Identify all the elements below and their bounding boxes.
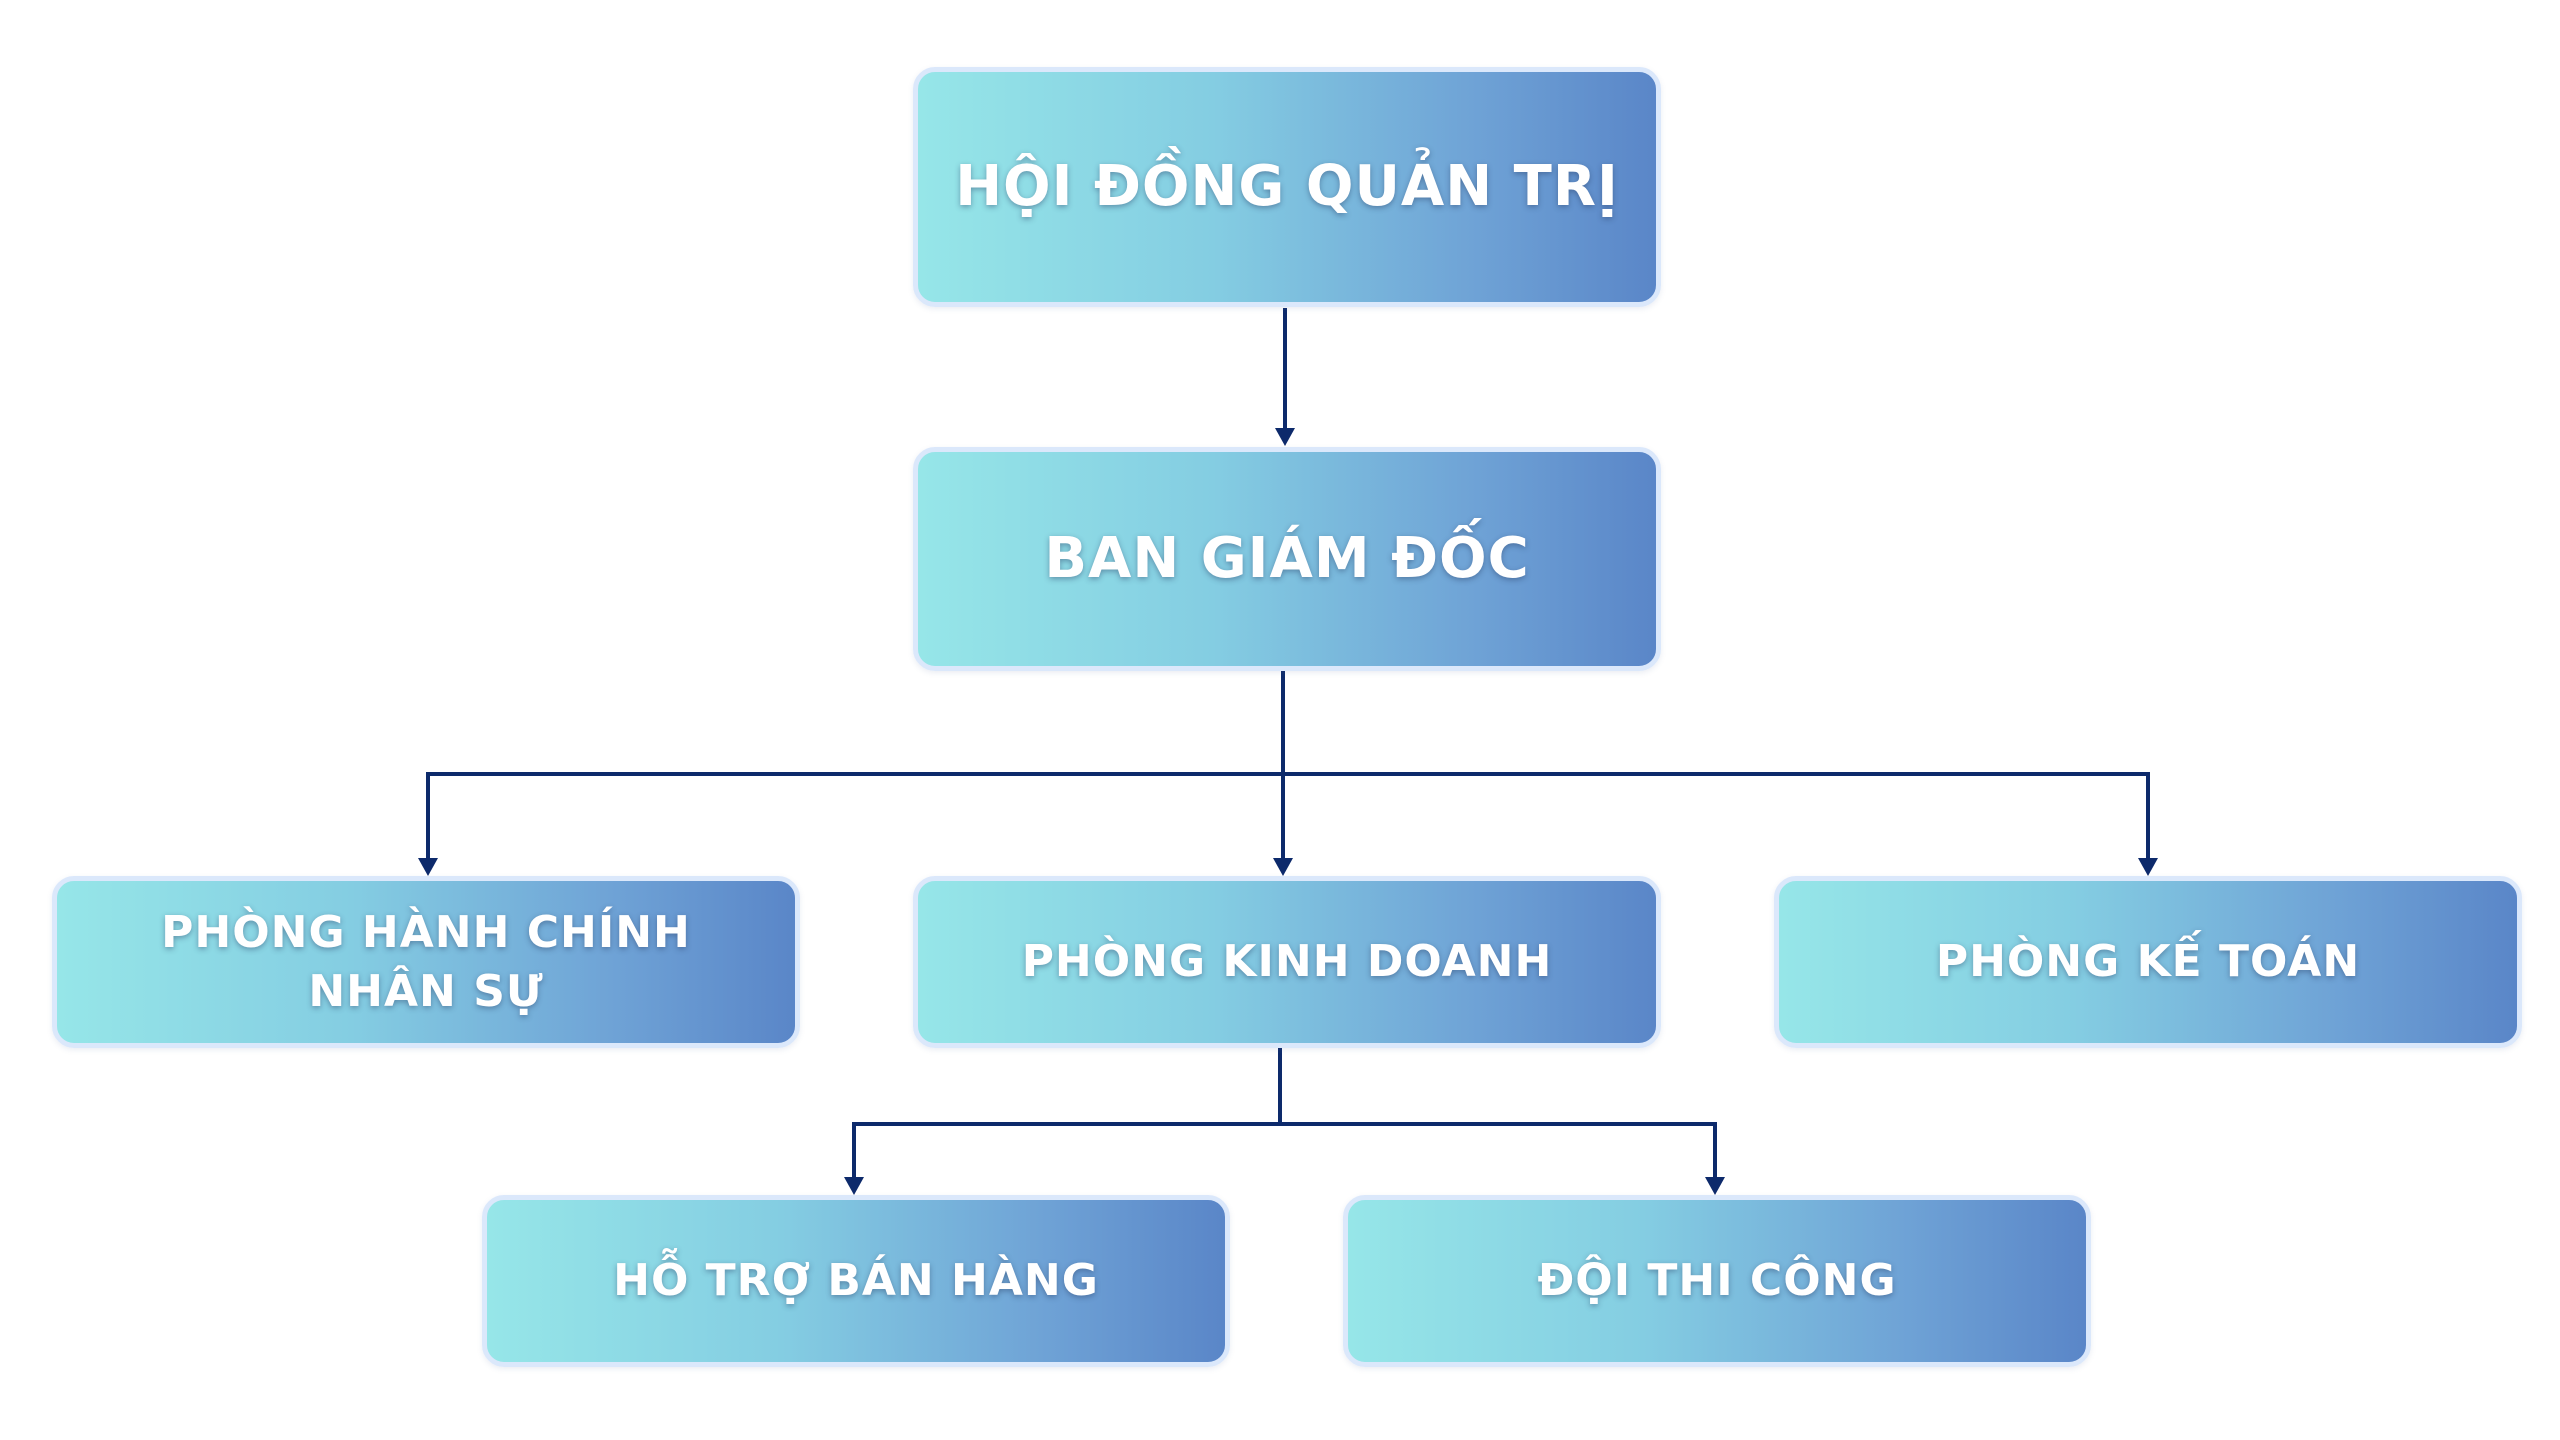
node-label-construction-crew: ĐỘI THI CÔNG [1537,1255,1897,1307]
node-board-of-directors: HỘI ĐỒNG QUẢN TRỊ [913,67,1661,307]
node-label-director: BAN GIÁM ĐỐC [1044,526,1530,592]
node-sales-support: HỖ TRỢ BÁN HÀNG [482,1195,1230,1367]
arrow-to-support [844,1177,864,1195]
arrow-to-crew [1705,1177,1725,1195]
node-hr-department: PHÒNG HÀNH CHÍNH NHÂN SỰ [52,876,800,1048]
node-label-sales-support: HỖ TRỢ BÁN HÀNG [613,1255,1099,1307]
arrow-to-director [1275,428,1295,446]
node-sales-department: PHÒNG KINH DOANH [913,876,1661,1048]
arrow-to-sales [1273,858,1293,876]
node-management-board: BAN GIÁM ĐỐC [913,447,1661,671]
node-label-accounting: PHÒNG KẾ TOÁN [1935,936,2361,988]
arrow-to-accounting [2138,858,2158,876]
node-construction-crew: ĐỘI THI CÔNG [1343,1195,2091,1367]
node-accounting-department: PHÒNG KẾ TOÁN [1774,876,2522,1048]
node-label-hr: PHÒNG HÀNH CHÍNH NHÂN SỰ [161,906,691,1017]
arrow-to-hr [418,858,438,876]
node-label-sales: PHÒNG KINH DOANH [1021,936,1553,988]
node-label-board: HỘI ĐỒNG QUẢN TRỊ [955,154,1619,220]
